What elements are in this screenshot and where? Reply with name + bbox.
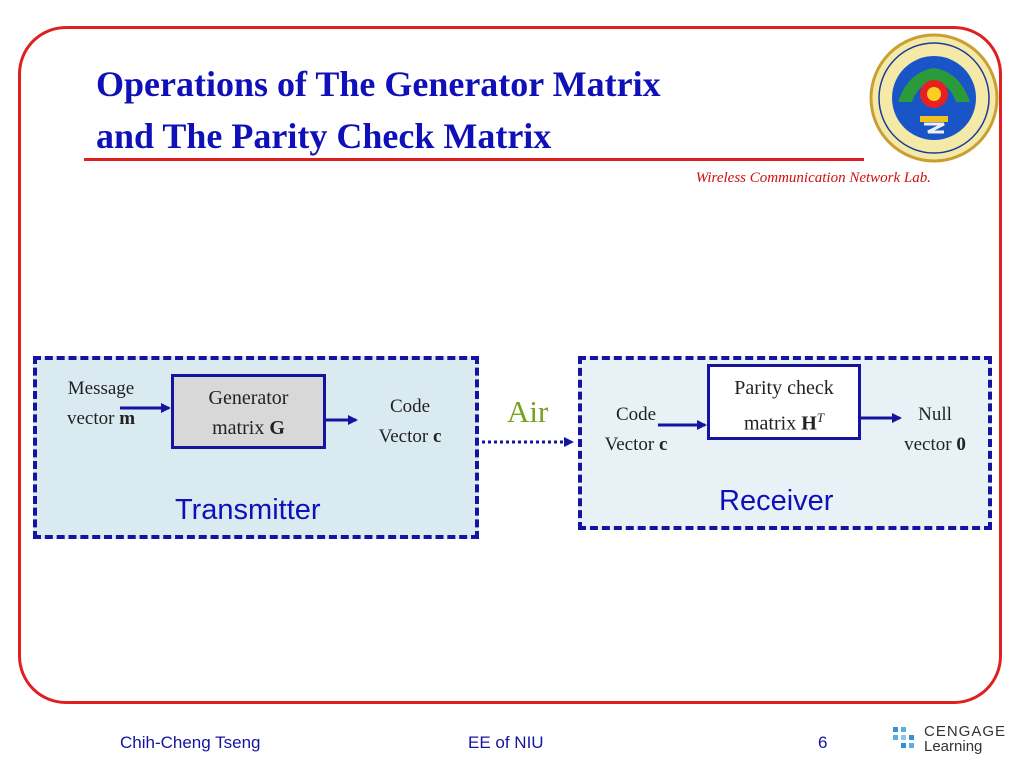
null-vector-label: Null vector 0 — [886, 400, 984, 460]
parity-matrix-symbol: H — [801, 412, 817, 435]
title-underline — [84, 158, 864, 161]
parity-label-line1: Parity check — [734, 377, 834, 399]
university-logo-icon — [869, 33, 999, 163]
generator-matrix-symbol: G — [269, 417, 285, 439]
slide-frame — [18, 26, 1002, 704]
null-label-line1: Null — [918, 404, 952, 425]
generator-label-line2: matrix G — [174, 413, 323, 443]
message-label-line1: Message — [67, 378, 135, 399]
tx-code-line2: Vector c — [356, 422, 464, 452]
null-label-line2: vector 0 — [886, 430, 984, 460]
page-number: 6 — [818, 733, 828, 752]
footer-author: Chih-Cheng Tseng — [120, 733, 261, 752]
message-vector-symbol: m — [119, 408, 136, 429]
transmitter-label: Transmitter — [175, 494, 321, 526]
generator-matrix-block: Generator matrix G — [171, 374, 326, 449]
lab-name: Wireless Communication Network Lab. — [695, 170, 931, 186]
tx-code-vector-text: Vector — [378, 426, 433, 447]
parity-matrix-text: matrix — [743, 412, 802, 435]
receiver-box — [578, 356, 992, 530]
rx-code-vector-symbol: c — [658, 434, 668, 455]
generator-label-line1: Generator — [208, 387, 289, 409]
parity-label-line2: matrix HT — [710, 403, 858, 439]
transpose-superscript: T — [816, 410, 824, 425]
slide-title: Operations of The Generator Matrix and T… — [96, 58, 856, 162]
footer-dept: EE of NIU — [468, 733, 544, 752]
rx-code-line2: Vector c — [586, 430, 686, 460]
air-channel-label: Air — [507, 394, 549, 429]
tx-code-vector-symbol: c — [432, 426, 442, 447]
title-line-2: and The Parity Check Matrix — [96, 116, 552, 156]
cengage-word: CENGAGE — [924, 723, 1007, 740]
null-vector-symbol: 0 — [956, 434, 966, 455]
cengage-logo: CENGAGE Learning — [890, 722, 1010, 758]
parity-check-matrix-block: Parity check matrix HT — [707, 364, 861, 440]
generator-matrix-text: matrix — [212, 417, 270, 439]
tx-code-vector-label: Code Vector c — [356, 392, 464, 452]
title-line-1: Operations of The Generator Matrix — [96, 64, 661, 104]
rx-code-vector-text: Vector — [604, 434, 659, 455]
rx-code-vector-label: Code Vector c — [586, 400, 686, 460]
receiver-label: Receiver — [719, 485, 834, 517]
null-vector-text: vector — [904, 434, 957, 455]
message-vector-label: Message vector m — [46, 374, 156, 434]
rx-code-line1: Code — [615, 404, 657, 425]
cengage-mark-icon — [893, 727, 914, 748]
message-label-line2: vector m — [46, 404, 156, 434]
message-vector-text: vector — [66, 408, 120, 429]
learning-word: Learning — [924, 738, 983, 755]
tx-code-line1: Code — [389, 396, 431, 417]
